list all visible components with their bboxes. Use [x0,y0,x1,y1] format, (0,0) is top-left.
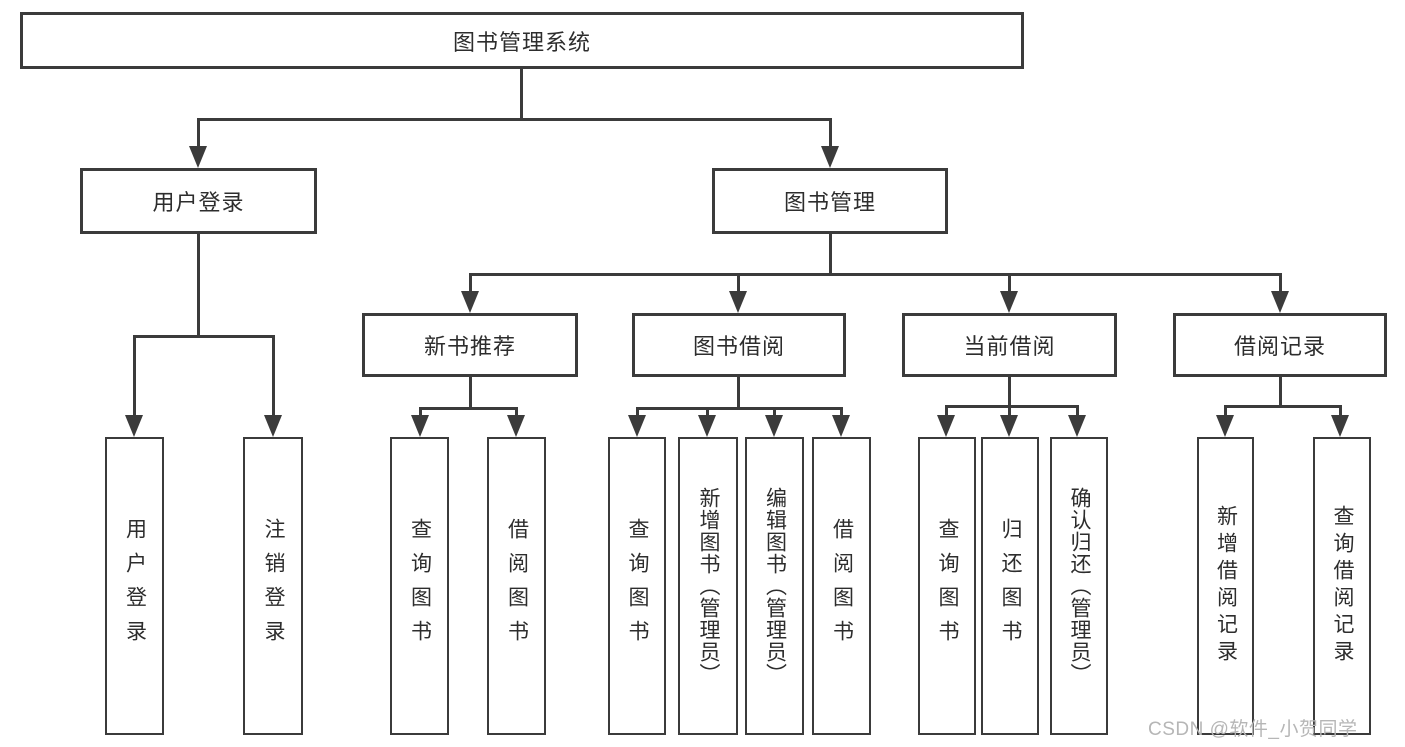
leaf-borrow-books-recommend: 借阅图书 [487,437,546,735]
node-new-book-recommend: 新书推荐 [362,313,578,377]
connector-line [419,407,422,417]
connector-line [469,377,472,409]
connector-line [1008,377,1011,407]
leaf-add-borrow-record: 新增借阅记录 [1197,437,1254,735]
arrowhead-icon [1000,415,1018,437]
connector-line [1076,405,1079,417]
leaf-edit-books-admin: 编辑图书（管理员） [745,437,804,735]
arrowhead-icon [264,415,282,437]
arrowhead-icon [832,415,850,437]
arrowhead-icon [628,415,646,437]
connector-line [469,273,472,293]
connector-line [706,407,709,417]
arrowhead-icon [698,415,716,437]
connector-line [636,407,639,417]
connector-line [829,234,832,275]
arrowhead-icon [507,415,525,437]
connector-line [1224,405,1341,408]
leaf-logout: 注销登录 [243,437,303,735]
leaf-borrow-books: 借阅图书 [812,437,871,735]
connector-line [1224,405,1227,417]
connector-line [133,335,136,417]
arrowhead-icon [125,415,143,437]
connector-line [197,118,831,121]
connector-line [1008,405,1011,417]
connector-line [945,405,948,417]
leaf-user-login: 用户登录 [105,437,164,735]
connector-line [840,407,843,417]
connector-line [737,273,740,293]
leaf-add-books-admin: 新增图书（管理员） [678,437,738,735]
leaf-query-books-borrow: 查询图书 [608,437,666,735]
connector-line [1339,405,1342,417]
node-root-library-system: 图书管理系统 [20,12,1024,69]
connector-line [1008,273,1011,293]
connector-line [515,407,518,417]
arrowhead-icon [821,146,839,168]
arrowhead-icon [1216,415,1234,437]
connector-line [469,273,1281,276]
csdn-watermark: CSDN @软件_小贺同学 [1148,719,1358,740]
arrowhead-icon [461,291,479,313]
leaf-return-books: 归还图书 [981,437,1039,735]
arrowhead-icon [1271,291,1289,313]
connector-line [520,69,523,119]
leaf-query-books-current: 查询图书 [918,437,976,735]
arrowhead-icon [1000,291,1018,313]
connector-line [737,377,740,409]
leaf-confirm-return-admin: 确认归还（管理员） [1050,437,1108,735]
arrowhead-icon [1068,415,1086,437]
node-book-management: 图书管理 [712,168,948,234]
connector-line [773,407,776,417]
connector-line [1279,377,1282,407]
arrowhead-icon [189,146,207,168]
connector-line [272,335,275,417]
node-user-login: 用户登录 [80,168,317,234]
connector-line [419,407,517,410]
connector-line [197,118,200,150]
arrowhead-icon [729,291,747,313]
arrowhead-icon [937,415,955,437]
connector-line [829,118,832,150]
arrowhead-icon [765,415,783,437]
arrowhead-icon [1331,415,1349,437]
connector-line [1279,273,1282,293]
connector-line [197,234,200,335]
connector-line [133,335,274,338]
leaf-query-borrow-record: 查询借阅记录 [1313,437,1371,735]
node-book-borrow: 图书借阅 [632,313,846,377]
node-current-borrow: 当前借阅 [902,313,1117,377]
connector-line [636,407,842,410]
connector-line [945,405,1078,408]
node-borrow-records: 借阅记录 [1173,313,1387,377]
leaf-query-books-recommend: 查询图书 [390,437,449,735]
arrowhead-icon [411,415,429,437]
